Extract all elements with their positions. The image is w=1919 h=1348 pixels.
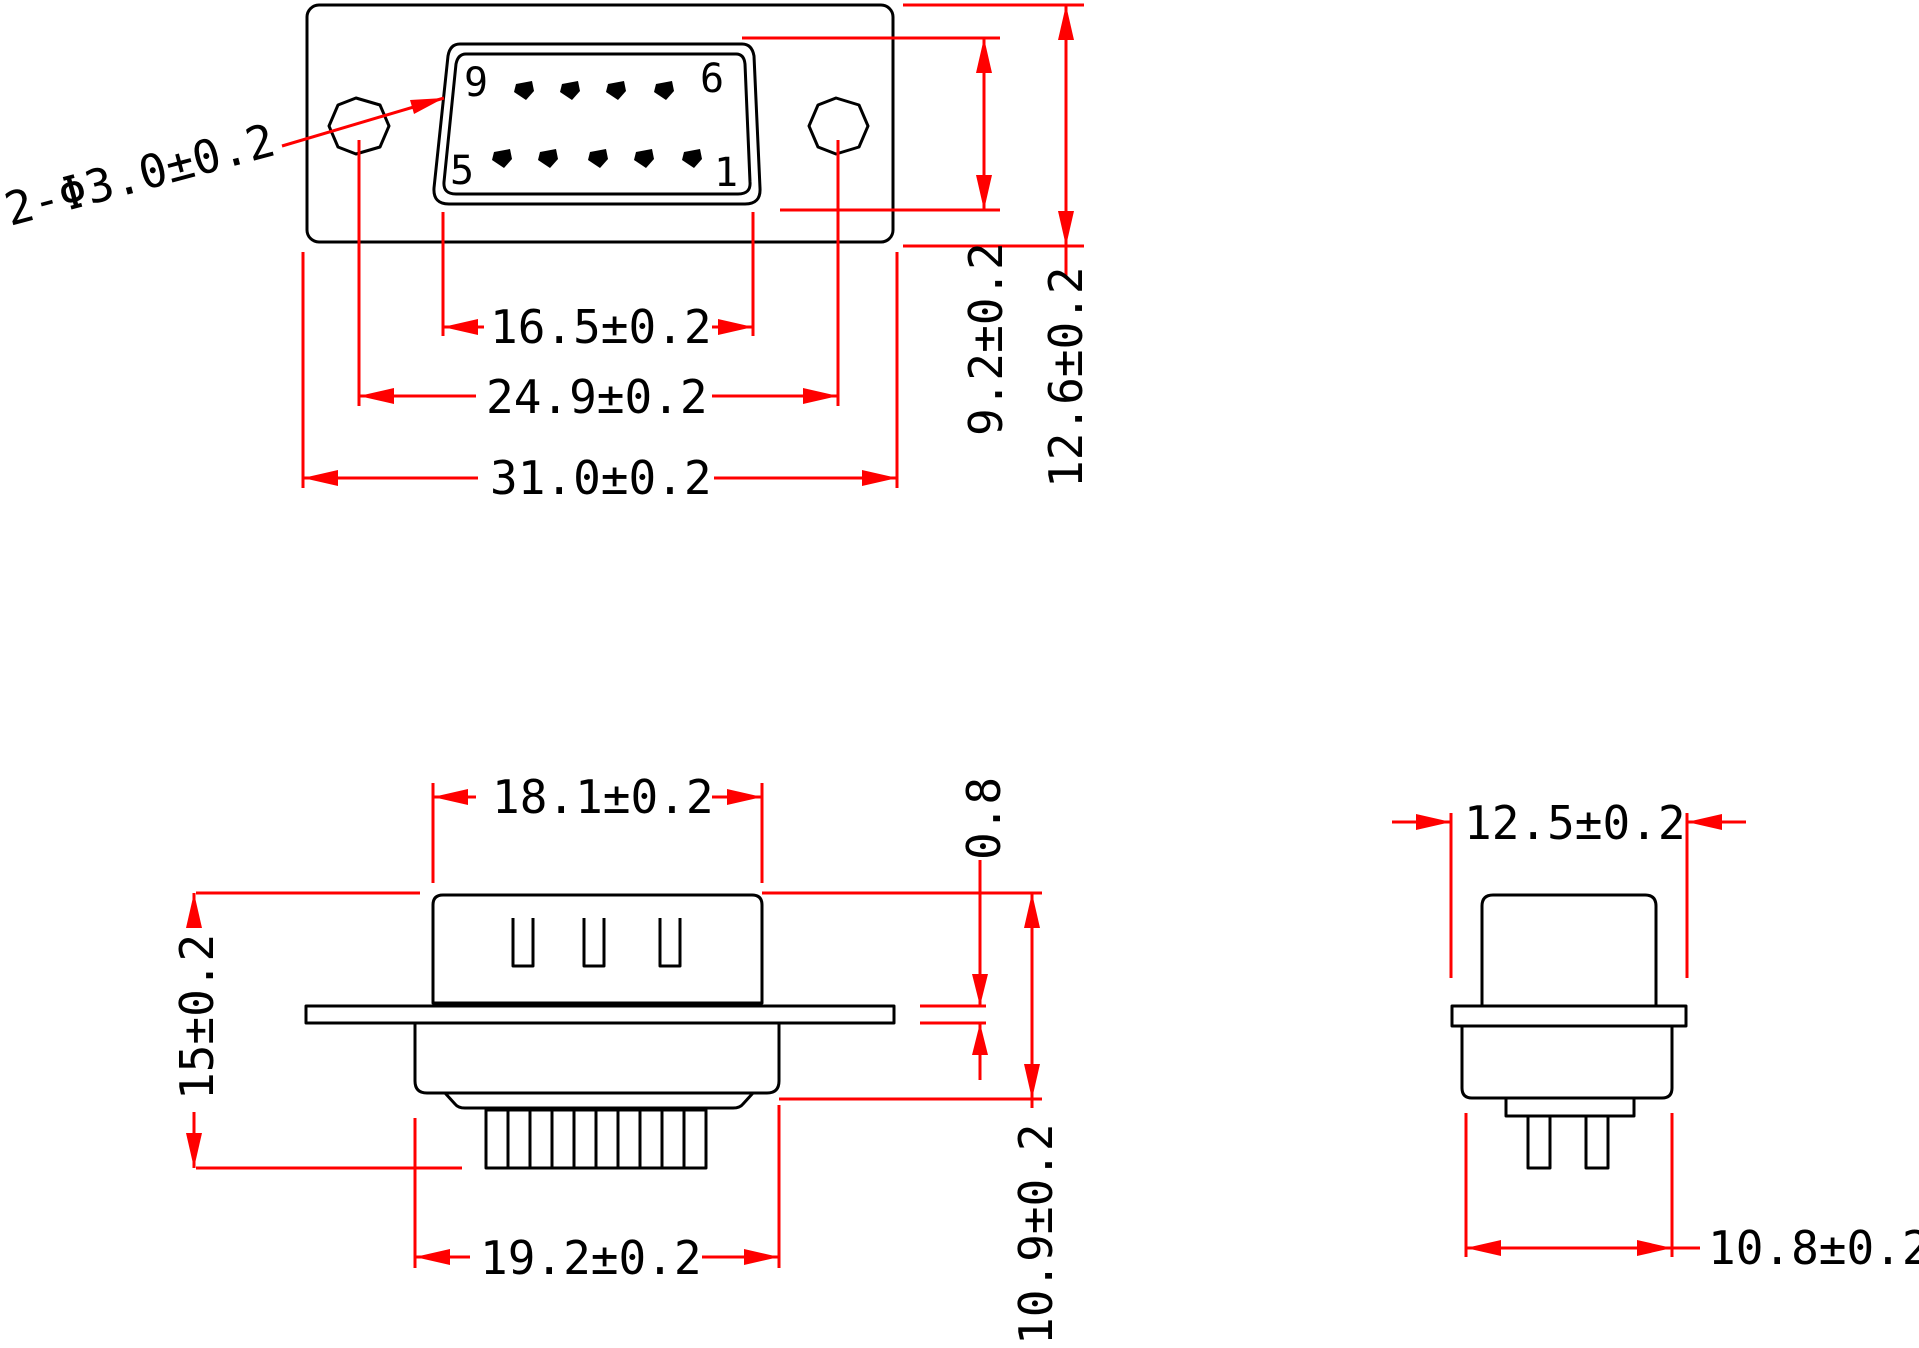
pin-contact bbox=[588, 149, 608, 168]
mounting-hole-left bbox=[327, 96, 391, 156]
end-view: 12.5±0.2 10.8±0.2 bbox=[1392, 796, 1919, 1275]
dim-body-depth-label: 10.8±0.2 bbox=[1708, 1221, 1919, 1275]
dimension-arrow bbox=[359, 388, 394, 404]
pin-contact bbox=[606, 81, 626, 100]
dimension-arrow bbox=[976, 175, 992, 210]
mounting-hole-right bbox=[807, 96, 870, 156]
pin-contact bbox=[538, 149, 558, 168]
flange-plate bbox=[304, 1004, 896, 1025]
dimension-arrow bbox=[976, 38, 992, 73]
pin-number-6: 6 bbox=[700, 56, 724, 102]
pin-number-5: 5 bbox=[450, 148, 474, 194]
pin-contact bbox=[654, 81, 674, 100]
dim-flange-height-label: 12.6±0.2 bbox=[1039, 266, 1093, 488]
dim-total-height-label: 15±0.2 bbox=[170, 934, 224, 1100]
top-view: 9 6 5 1 2-Φ3.0±0.2 16.5±0.2 24.9±0.2 bbox=[0, 3, 1093, 505]
dimension-arrow bbox=[744, 1249, 779, 1265]
flange-plate bbox=[305, 3, 895, 244]
shell-outline bbox=[1480, 893, 1658, 1008]
shell-outline bbox=[431, 893, 764, 1005]
solder-terminal bbox=[1526, 1114, 1552, 1170]
rear-body bbox=[1460, 1024, 1674, 1100]
dimension-arrow bbox=[443, 319, 478, 335]
pin-contact bbox=[492, 149, 512, 168]
pin-contact bbox=[682, 149, 702, 168]
dimension-arrow bbox=[803, 388, 838, 404]
flange-plate bbox=[1450, 1004, 1688, 1028]
dimension-arrow bbox=[727, 789, 762, 805]
dimension-arrow bbox=[1058, 5, 1074, 40]
rear-insulator bbox=[1504, 1096, 1636, 1118]
dimension-arrow bbox=[862, 470, 897, 486]
dim-hole-spacing-label: 24.9±0.2 bbox=[486, 370, 708, 424]
dimension-arrow bbox=[433, 789, 468, 805]
rear-body bbox=[413, 1021, 781, 1095]
dimension-arrow bbox=[415, 1249, 450, 1265]
dim-shell-depth-label: 12.5±0.2 bbox=[1464, 796, 1686, 850]
pin-contact bbox=[514, 81, 534, 100]
pin-row-bottom bbox=[492, 149, 702, 168]
hole-callout-label: 2-Φ3.0±0.2 bbox=[0, 113, 280, 237]
dimension-arrow bbox=[718, 319, 753, 335]
pin-contact bbox=[560, 81, 580, 100]
solder-terminal bbox=[1584, 1114, 1610, 1170]
pin-row-top bbox=[514, 81, 674, 100]
d-shell-inner bbox=[442, 52, 752, 196]
dimension-arrow bbox=[186, 1133, 202, 1168]
dimension-arrow bbox=[1058, 211, 1074, 246]
rear-insulator bbox=[443, 1091, 755, 1110]
dimension-arrow bbox=[303, 470, 338, 486]
dimension-arrow bbox=[1024, 893, 1040, 928]
dimension-arrow bbox=[972, 974, 988, 1006]
pin-contact bbox=[634, 149, 654, 168]
dimension-arrow bbox=[1466, 1240, 1501, 1256]
pin-number-1: 1 bbox=[714, 150, 738, 196]
solder-terminals bbox=[484, 1108, 708, 1170]
pin-number-9: 9 bbox=[464, 60, 488, 106]
dim-body-width-label: 19.2±0.2 bbox=[480, 1231, 702, 1285]
slot bbox=[511, 918, 535, 968]
slot bbox=[658, 918, 682, 968]
slot bbox=[582, 918, 606, 968]
dimension-arrow bbox=[1637, 1240, 1672, 1256]
dimension-arrow bbox=[1416, 814, 1451, 830]
dim-front-height-label: 10.9±0.2 bbox=[1009, 1123, 1063, 1345]
dim-flange-width-label: 31.0±0.2 bbox=[490, 451, 712, 505]
dim-shell-height-label: 9.2±0.2 bbox=[959, 242, 1013, 436]
dimension-arrow bbox=[972, 1023, 988, 1055]
d-shell-outer bbox=[432, 42, 762, 206]
hole-callout-arrow bbox=[410, 98, 444, 114]
side-view: 18.1±0.2 19.2±0.2 15±0.2 0.8 10.9±0.2 bbox=[170, 770, 1063, 1345]
dimension-arrow bbox=[1687, 814, 1722, 830]
dim-pin-span-label: 16.5±0.2 bbox=[490, 300, 712, 354]
dimension-arrow bbox=[1024, 1064, 1040, 1099]
dimension-arrow bbox=[186, 893, 202, 928]
dim-flange-thickness-label: 0.8 bbox=[957, 777, 1011, 860]
dim-shell-top-label: 18.1±0.2 bbox=[492, 770, 714, 824]
